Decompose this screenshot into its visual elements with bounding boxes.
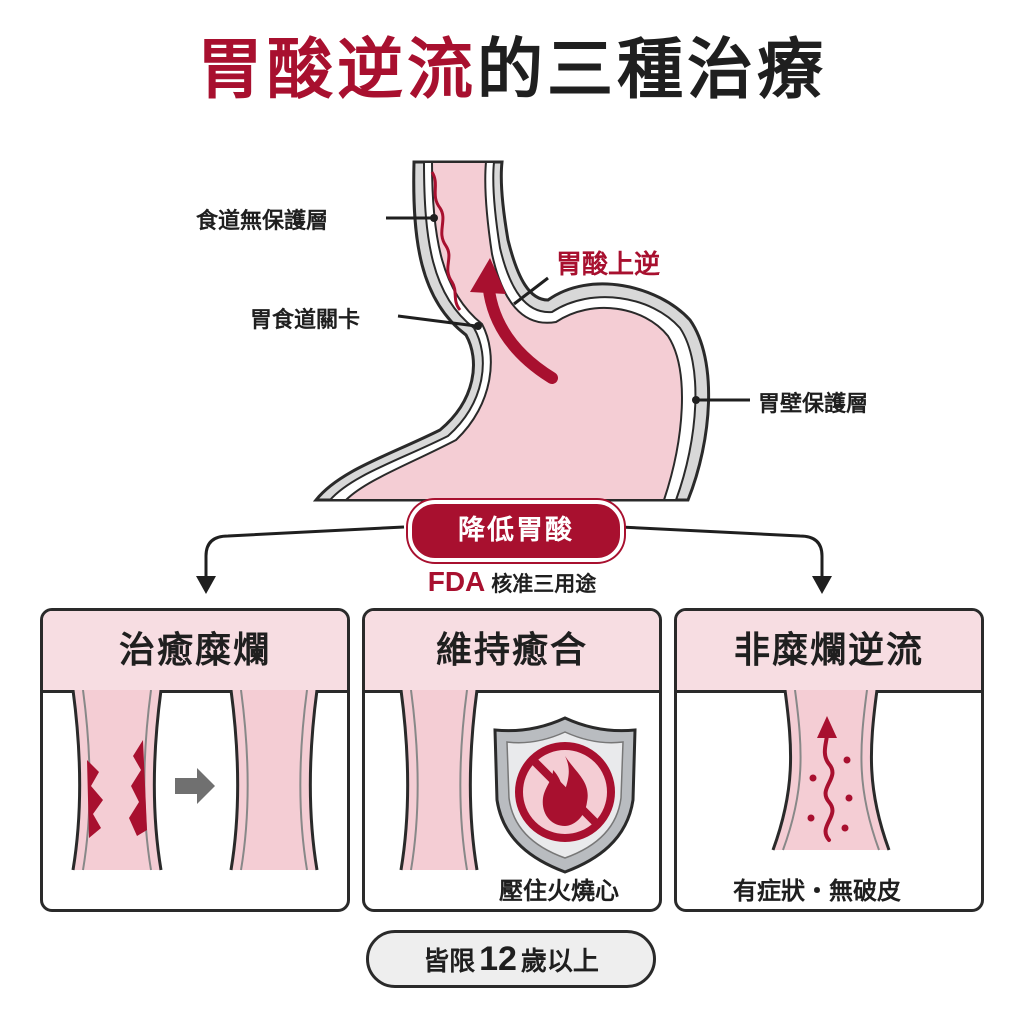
title-highlight: 胃酸逆流 bbox=[197, 31, 477, 108]
panel-title-heal-erosion: 治癒糜爛 bbox=[43, 611, 347, 693]
page-title: 胃酸逆流的三種治療 bbox=[0, 30, 1024, 110]
heal-arrow-icon bbox=[175, 768, 215, 804]
label-acid-reflux: 胃酸上逆 bbox=[556, 250, 661, 280]
panel-title-non-erosive-reflux: 非糜爛逆流 bbox=[677, 611, 981, 693]
branch-left bbox=[204, 525, 405, 578]
erosion-right bbox=[129, 740, 147, 836]
reduce-acid-pill: 降低胃酸 bbox=[408, 500, 624, 562]
age-suffix: 歲以上 bbox=[520, 947, 599, 977]
leader-dot-les bbox=[474, 322, 482, 330]
reflux-squiggle-icon bbox=[822, 732, 835, 842]
leader-reflux bbox=[513, 276, 549, 306]
branch-left-head bbox=[196, 576, 216, 594]
label-esophagus-no-protection: 食道無保護層 bbox=[196, 209, 329, 234]
esophagus-damage-line bbox=[430, 171, 462, 311]
panel-non-erosive-reflux: 非糜爛逆流 有症狀・無破皮 bbox=[674, 608, 984, 912]
leader-dot-stomach-wall bbox=[692, 396, 700, 404]
age-number: 12 bbox=[479, 940, 517, 978]
panel-title-maintain-healing: 維持癒合 bbox=[365, 611, 659, 693]
caption-non-erosive-reflux: 有症狀・無破皮 bbox=[733, 877, 901, 905]
label-les-gate: 胃食道關卡 bbox=[250, 308, 361, 333]
label-stomach-wall-protection: 胃壁保護層 bbox=[758, 392, 869, 417]
leader-dot-esophagus bbox=[430, 214, 438, 222]
title-rest: 的三種治療 bbox=[477, 31, 827, 108]
fda-brand: FDA bbox=[427, 566, 486, 597]
caption-maintain-healing: 壓住火燒心 bbox=[499, 877, 619, 905]
maintain-healing-illustration bbox=[399, 690, 637, 874]
heal-erosion-illustration bbox=[71, 690, 319, 871]
reflux-up-arrow-icon bbox=[817, 716, 837, 738]
branch-right-head bbox=[812, 576, 832, 594]
shield-no-fire-icon bbox=[493, 716, 637, 874]
branch-right bbox=[619, 525, 824, 578]
panel-heal-erosion: 治癒糜爛 bbox=[40, 608, 350, 912]
fda-text: 核准三用途 bbox=[491, 572, 597, 596]
non-erosive-illustration bbox=[771, 690, 891, 851]
reflux-arrow-head bbox=[470, 258, 506, 294]
age-prefix: 皆限 bbox=[423, 947, 476, 977]
panel-maintain-healing: 維持癒合 壓住火燒心 bbox=[362, 608, 662, 912]
leader-les bbox=[397, 314, 477, 328]
erosion-left bbox=[87, 760, 103, 838]
